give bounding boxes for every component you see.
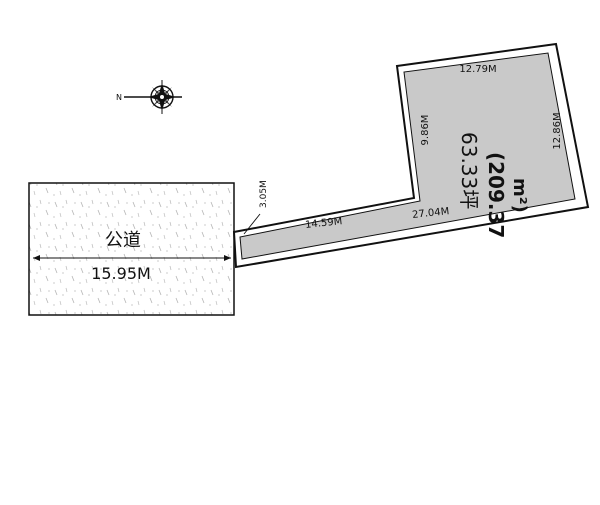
access-lower-right-label: 27.04M: [412, 206, 450, 221]
left-dimension-label: 9.86M: [420, 115, 431, 146]
road-width-dimension-line: [33, 255, 231, 261]
compass-rose-icon: [124, 80, 182, 114]
frontage-label: 3.05M: [259, 180, 269, 208]
top-dimension-label: 12.79M: [459, 64, 496, 75]
compass-north-label: N: [116, 93, 122, 102]
area-sqm-label-line1: (209.37: [484, 152, 508, 238]
area-tsubo-label: 63.33坪: [457, 132, 481, 209]
road-width-label: 15.95M: [91, 264, 151, 283]
area-sqm-label-line2: m²): [509, 178, 530, 213]
frontage-leader-line: [243, 213, 261, 235]
right-dimension-label: 12.86M: [552, 112, 563, 149]
lot-inner-boundary: [239, 52, 576, 260]
road-label: 公道: [105, 230, 141, 251]
access-lower-left-label: 14.59M: [305, 216, 343, 231]
